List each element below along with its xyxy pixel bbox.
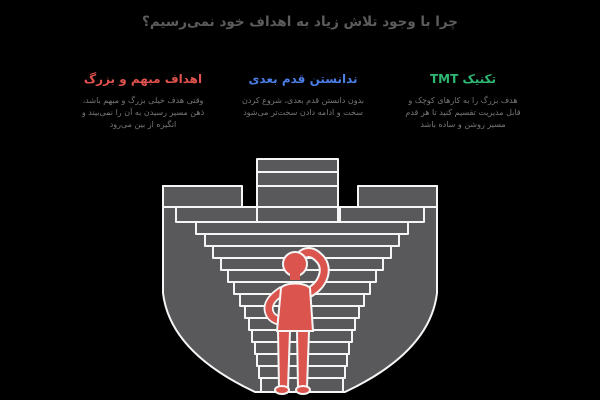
- problem-2-body: بدون دانستن قدم بعدی، شروع کردن سخت و اد…: [241, 96, 365, 117]
- column-problem-2: ندانستن قدم بعدی بدون دانستن قدم بعدی، ش…: [228, 72, 378, 130]
- right-tower: [339, 185, 438, 223]
- problem-2-heading: ندانستن قدم بعدی: [248, 72, 358, 86]
- column-solution: تکنیک TMT هدف بزرگ را به کارهای کوچک و ق…: [388, 72, 538, 130]
- person-neck: [290, 273, 300, 280]
- solution-heading: تکنیک TMT: [429, 72, 497, 86]
- left-tower: [162, 185, 261, 223]
- person-right-leg: [295, 330, 311, 389]
- solution-body: هدف بزرگ را به کارهای کوچک و قابل مدیریت…: [405, 96, 521, 129]
- person-akimbo-arm: [263, 286, 287, 326]
- center-tower: [256, 158, 339, 223]
- page-title: چرا با وجود تلاش زیاد به اهداف خود نمی‌ر…: [141, 14, 459, 30]
- person-figure: [263, 247, 330, 395]
- problem-1-body: وقتی هدف خیلی بزرگ و مبهم باشد، ذهن مسیر…: [81, 96, 205, 129]
- person-head: [282, 251, 308, 277]
- problem-1-heading: اهداف مبهم و بزرگ: [83, 72, 203, 86]
- person-right-foot: [295, 385, 311, 395]
- person-raised-arm: [296, 247, 330, 298]
- info-columns: اهداف مبهم و بزرگ وقتی هدف خیلی بزرگ و م…: [0, 72, 600, 130]
- person-torso: [275, 282, 315, 332]
- column-problem-1: اهداف مبهم و بزرگ وقتی هدف خیلی بزرگ و م…: [68, 72, 218, 130]
- person-left-leg: [276, 330, 292, 389]
- person-left-foot: [274, 385, 290, 395]
